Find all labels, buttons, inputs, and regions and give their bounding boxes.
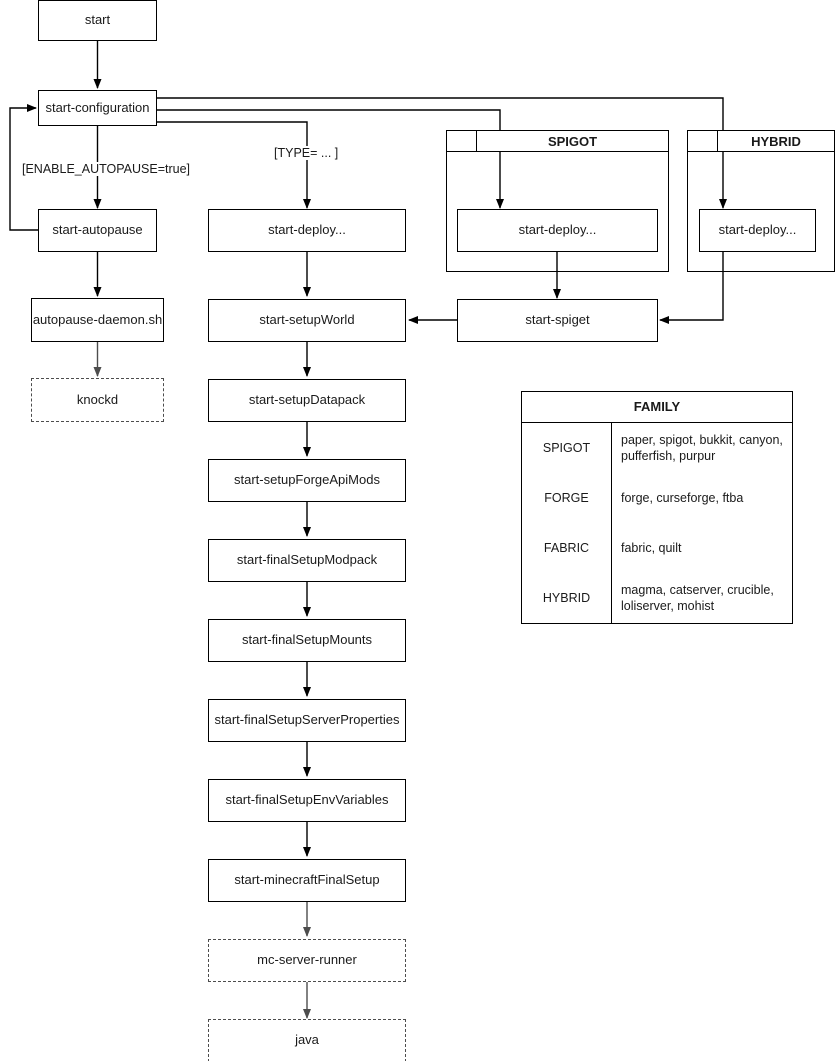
node-start-label: start (84, 12, 111, 28)
edge-label-type: [TYPE= ... ] (272, 146, 341, 160)
family-legend: FAMILY SPIGOT paper, spigot, bukkit, can… (521, 391, 793, 624)
family-legend-row: HYBRID magma, catserver, crucible, lolis… (522, 573, 792, 623)
family-legend-key: FORGE (522, 473, 612, 523)
node-start-setup-forge-api-mods-label: start-setupForgeApiMods (234, 472, 380, 488)
node-mc-server-runner-label: mc-server-runner (257, 952, 357, 968)
node-start-setup-forge-api-mods[interactable]: start-setupForgeApiMods (208, 459, 406, 502)
node-start-setup-datapack[interactable]: start-setupDatapack (208, 379, 406, 422)
lane-hybrid-title: HYBRID (717, 130, 835, 152)
node-start-minecraft-final-setup-label: start-minecraftFinalSetup (234, 872, 380, 888)
family-legend-row: SPIGOT paper, spigot, bukkit, canyon, pu… (522, 423, 792, 473)
node-java[interactable]: java (208, 1019, 406, 1061)
node-autopause-daemon-label: autopause-daemon.sh (32, 311, 163, 327)
family-legend-value: magma, catserver, crucible, loliserver, … (621, 582, 774, 613)
node-start-spiget-label: start-spiget (525, 312, 590, 328)
node-start-autopause-label: start-autopause (52, 222, 143, 238)
lane-spigot-title-stub (446, 130, 477, 152)
node-start-final-setup-modpack[interactable]: start-finalSetupModpack (208, 539, 406, 582)
node-start-setup-world-label: start-setupWorld (259, 312, 355, 328)
node-start-final-setup-modpack-label: start-finalSetupModpack (236, 552, 378, 568)
family-legend-row: FABRIC fabric, quilt (522, 523, 792, 573)
node-start-deploy-main[interactable]: start-deploy... (208, 209, 406, 252)
node-start-final-setup-mounts-label: start-finalSetupMounts (241, 632, 373, 648)
node-start-deploy-hybrid-label: start-deploy... (718, 222, 797, 238)
node-start-final-setup-env-variables[interactable]: start-finalSetupEnvVariables (208, 779, 406, 822)
node-start-setup-datapack-label: start-setupDatapack (248, 392, 366, 408)
node-start-deploy-hybrid[interactable]: start-deploy... (699, 209, 816, 252)
node-start-final-setup-server-properties[interactable]: start-finalSetupServerProperties (208, 699, 406, 742)
node-knockd[interactable]: knockd (31, 378, 164, 422)
node-mc-server-runner[interactable]: mc-server-runner (208, 939, 406, 982)
node-start-final-setup-server-properties-label: start-finalSetupServerProperties (214, 712, 400, 728)
node-knockd-label: knockd (76, 391, 119, 407)
node-start-final-setup-mounts[interactable]: start-finalSetupMounts (208, 619, 406, 662)
family-legend-row: FORGE forge, curseforge, ftba (522, 473, 792, 523)
node-start-configuration[interactable]: start-configuration (38, 90, 157, 126)
family-legend-value: fabric, quilt (621, 540, 682, 555)
node-start-configuration-label: start-configuration (45, 99, 150, 115)
node-start-setup-world[interactable]: start-setupWorld (208, 299, 406, 342)
node-start-deploy-spigot-label: start-deploy... (518, 222, 597, 238)
lane-spigot-title: SPIGOT (476, 130, 669, 152)
family-legend-title: FAMILY (522, 392, 792, 423)
lane-hybrid-label: HYBRID (751, 133, 801, 149)
family-legend-key: SPIGOT (522, 423, 612, 473)
lane-hybrid-title-stub (687, 130, 718, 152)
node-start-deploy-main-label: start-deploy... (268, 222, 346, 238)
family-legend-key: FABRIC (522, 523, 612, 573)
node-autopause-daemon[interactable]: autopause-daemon.sh (31, 298, 164, 342)
node-start[interactable]: start (38, 0, 157, 41)
node-start-final-setup-env-variables-label: start-finalSetupEnvVariables (225, 792, 389, 808)
node-start-autopause[interactable]: start-autopause (38, 209, 157, 252)
family-legend-value: paper, spigot, bukkit, canyon, pufferfis… (621, 432, 783, 463)
family-legend-key: HYBRID (522, 573, 612, 623)
family-legend-value: forge, curseforge, ftba (621, 490, 744, 505)
edge-label-enable-autopause: [ENABLE_AUTOPAUSE=true] (20, 162, 193, 176)
lane-spigot-label: SPIGOT (547, 133, 598, 149)
node-start-deploy-spigot[interactable]: start-deploy... (457, 209, 658, 252)
node-java-label: java (295, 1032, 319, 1048)
node-start-spiget[interactable]: start-spiget (457, 299, 658, 342)
node-start-minecraft-final-setup[interactable]: start-minecraftFinalSetup (208, 859, 406, 902)
